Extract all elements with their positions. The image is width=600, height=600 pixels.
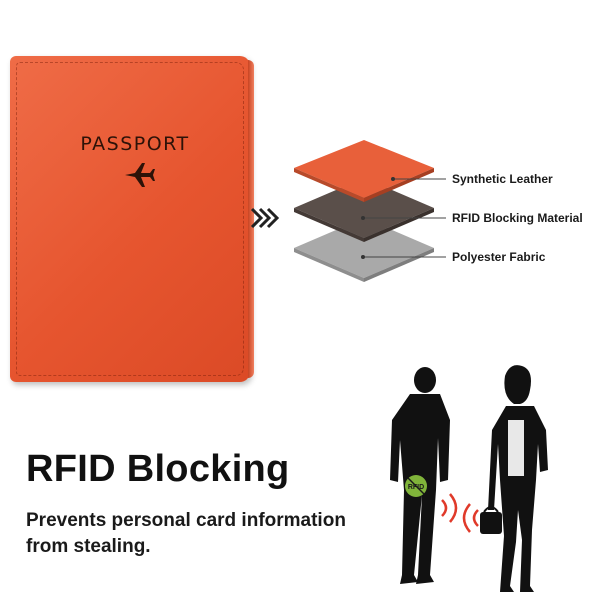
label-rfid-blocking-material: RFID Blocking Material [452,211,583,225]
people-silhouette-illustration: RFID [390,365,548,592]
woman-silhouette [480,365,548,592]
headline: RFID Blocking [26,448,290,490]
signal-waves-icon [441,493,479,533]
material-layers-diagram [294,140,434,282]
passport-cover-text: PASSPORT [80,133,190,155]
rfid-badge-text: RFID [408,484,424,491]
passport-cover-image: PASSPORT [10,56,254,382]
man-silhouette [390,367,450,584]
layer-synthetic-leather [294,140,434,202]
airplane-icon [125,163,155,187]
rfid-badge-icon: RFID [405,475,427,497]
description: Prevents personal card information from … [26,510,346,557]
label-polyester-fabric: Polyester Fabric [452,250,546,264]
label-synthetic-leather: Synthetic Leather [452,172,553,186]
layer-rfid-blocking-material [294,178,434,242]
double-chevron-right-icon [250,207,280,229]
